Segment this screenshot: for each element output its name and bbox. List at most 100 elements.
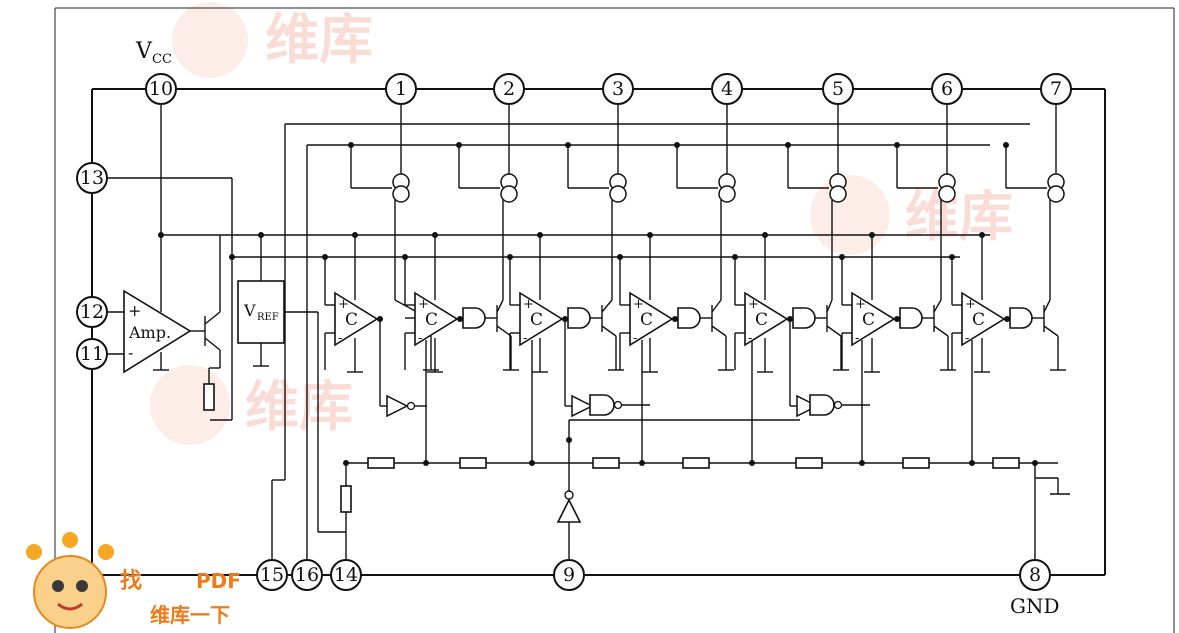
amplifier: + - Amp.	[123, 289, 192, 374]
junction-dot	[647, 232, 653, 238]
pin-15: 15	[256, 559, 288, 591]
vcc-label: V	[135, 39, 153, 64]
junction-dot	[785, 142, 791, 148]
comparator-4-label: C	[640, 310, 653, 330]
svg-text:4: 4	[721, 78, 733, 100]
current-source-2-b	[500, 185, 518, 203]
pin-8: 8	[1019, 559, 1051, 591]
amp-minus-sign: -	[128, 343, 133, 362]
junction-dot	[732, 254, 738, 260]
junction-dot	[617, 254, 623, 260]
comparator-5-minus: -	[748, 331, 752, 346]
comparator-7-minus: -	[965, 331, 969, 346]
comparator-7	[961, 291, 1006, 347]
pin-3: 3	[602, 73, 634, 105]
comparator-7-label: C	[972, 310, 985, 330]
badge-find: 找	[120, 569, 142, 594]
svg-text:16: 16	[295, 564, 319, 586]
pin-7: 7	[1040, 73, 1072, 105]
comparator-2	[414, 291, 459, 347]
junction-dot	[749, 460, 755, 466]
nand-gate-2-bubble	[833, 400, 843, 410]
comparator-3-plus: +	[523, 297, 534, 312]
junction-dot	[352, 232, 358, 238]
pin-12: 12	[76, 296, 108, 328]
junction-dot	[423, 460, 429, 466]
watermark-brand-right: 维库	[905, 185, 1013, 248]
svg-text:2: 2	[503, 78, 515, 100]
comparator-6	[851, 291, 896, 347]
vref-block: V REF	[237, 235, 318, 367]
junction-dot	[565, 142, 571, 148]
junction-dot	[969, 460, 975, 466]
junction-dot	[859, 460, 865, 466]
junction-dot	[674, 142, 680, 148]
resistor-ladder-parts	[203, 383, 1020, 513]
junction-dot	[1004, 316, 1010, 322]
inverter-1-bubble	[406, 401, 416, 411]
pin-1: 1	[385, 73, 417, 105]
and-gate-4	[677, 307, 701, 329]
svg-text:9: 9	[563, 564, 575, 586]
watermark-layer: 维库 维库 维库	[150, 2, 1013, 445]
svg-text:13: 13	[80, 167, 104, 189]
svg-text:6: 6	[941, 78, 953, 100]
junction-dot	[456, 142, 462, 148]
comparator-6-minus: -	[855, 331, 859, 346]
watermark-brand-left: 维库	[245, 375, 353, 438]
comparator-1-minus: -	[338, 331, 342, 346]
svg-text:14: 14	[334, 564, 358, 586]
pin9-inverter	[556, 440, 582, 560]
junction-dot	[343, 460, 349, 466]
inverter-1	[386, 394, 409, 418]
junction-dot	[762, 232, 768, 238]
comparator-3	[519, 291, 564, 347]
comparator-3-minus: -	[523, 331, 527, 346]
junction-dot	[158, 232, 164, 238]
svg-text:12: 12	[80, 301, 104, 323]
pin-4: 4	[711, 73, 743, 105]
pin-14: 14	[330, 559, 362, 591]
nand-gate-1	[589, 394, 615, 416]
pin-16: 16	[291, 559, 323, 591]
current-source-5-b	[829, 185, 847, 203]
vcc-subscript: CC	[152, 52, 172, 67]
junction-dot	[537, 232, 543, 238]
junction-dot	[1032, 460, 1038, 466]
pin-6: 6	[931, 73, 963, 105]
nand-gate-1-bubble	[613, 400, 623, 410]
junction-dot	[894, 316, 900, 322]
comparator-4	[629, 291, 674, 347]
comparator-7-plus: +	[965, 297, 976, 312]
pin-10: 10	[145, 73, 177, 105]
junction-dot	[457, 316, 463, 322]
current-source-4-b	[718, 185, 736, 203]
svg-text:8: 8	[1029, 564, 1041, 586]
comparator-sections: C+-C+-C+-C+-C+-C+-C+-	[158, 104, 1066, 466]
junction-dot	[322, 254, 328, 260]
junction-dot	[229, 254, 235, 260]
svg-text:3: 3	[612, 78, 624, 100]
and-gate-2	[462, 307, 486, 329]
mascot-badge: 找 PDF 维库一下	[26, 532, 241, 629]
junction-dot	[869, 232, 875, 238]
amp-label: Amp.	[128, 323, 171, 342]
comparator-3-label: C	[530, 310, 543, 330]
and-gate-3	[567, 307, 591, 329]
badge-pdf: PDF	[196, 569, 241, 593]
gnd-label: GND	[1010, 594, 1060, 618]
watermark-brand-top: 维库	[265, 8, 373, 71]
junction-dot	[507, 254, 513, 260]
comparator-5-plus: +	[748, 297, 759, 312]
pin-13: 13	[76, 162, 108, 194]
comparator-5	[744, 291, 789, 347]
junction-dot	[1003, 142, 1009, 148]
svg-text:1: 1	[395, 78, 407, 100]
svg-text:5: 5	[832, 78, 844, 100]
pin-2: 2	[493, 73, 525, 105]
junction-dot	[949, 254, 955, 260]
svg-text:7: 7	[1050, 78, 1062, 100]
svg-text:15: 15	[260, 564, 284, 586]
junction-dot	[432, 232, 438, 238]
